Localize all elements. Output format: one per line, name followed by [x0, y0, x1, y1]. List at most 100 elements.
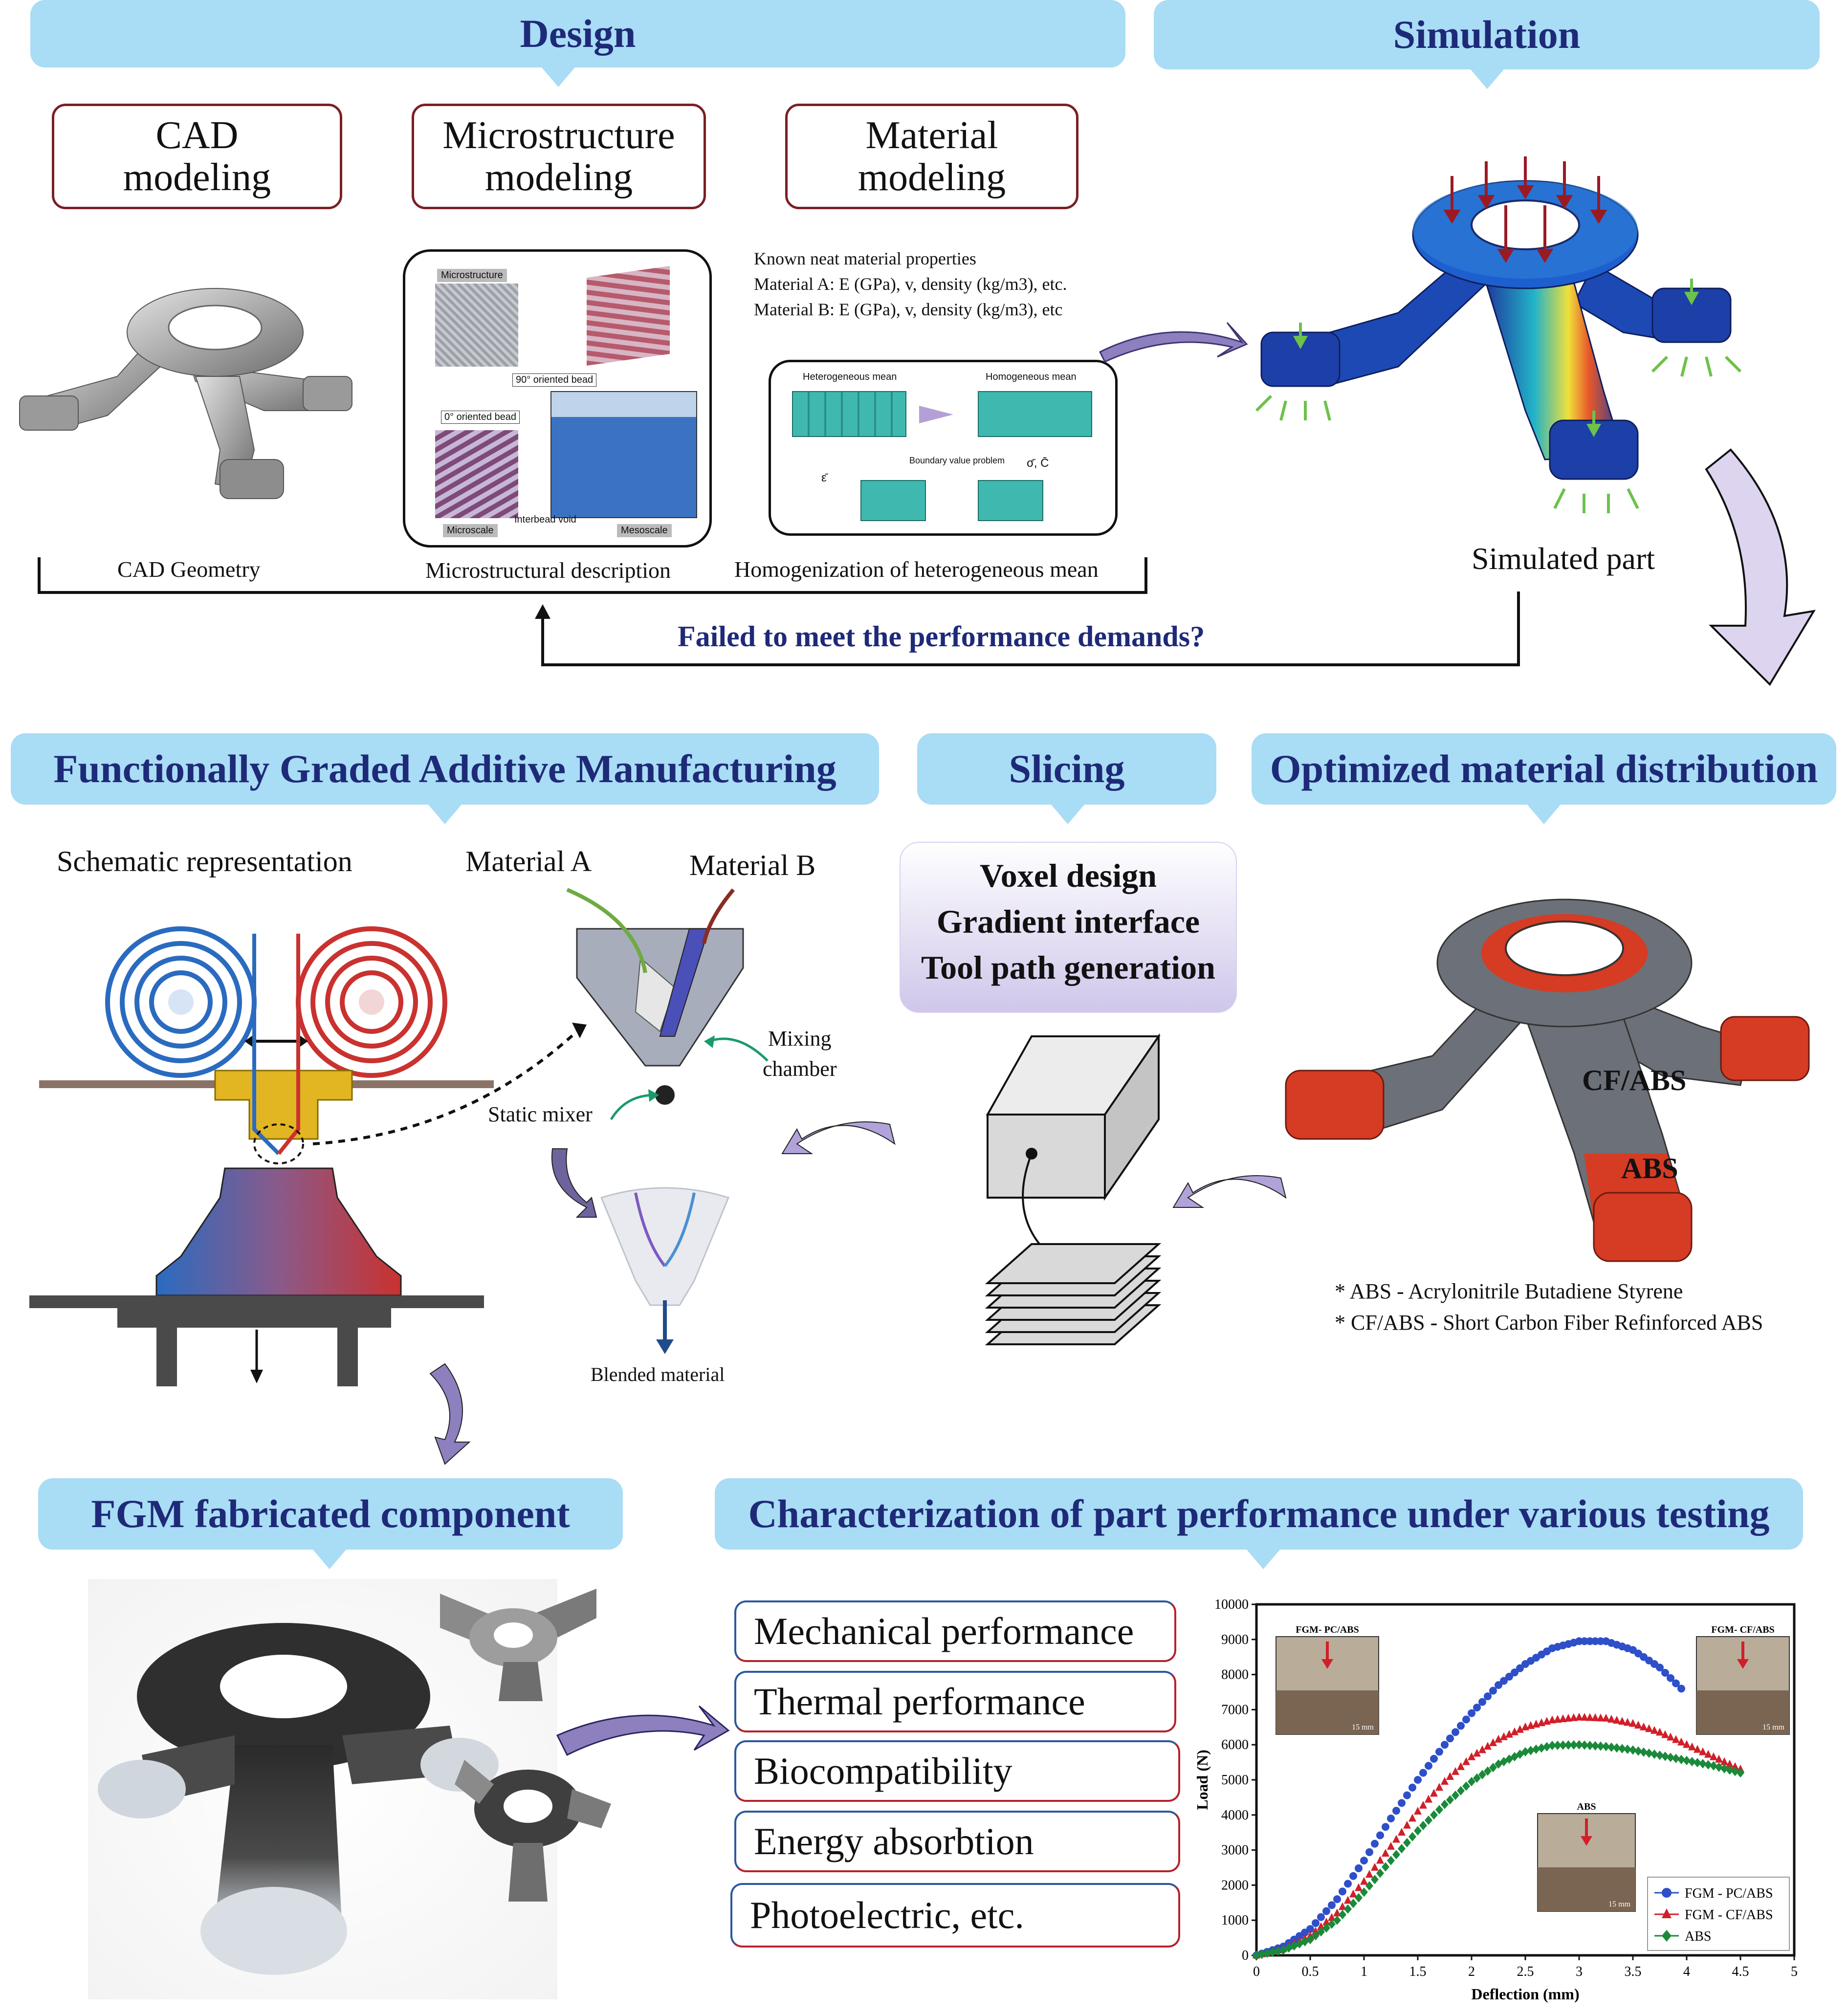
chart-series-1-point — [1371, 1862, 1379, 1871]
chart-series-1-point — [1344, 1896, 1352, 1904]
chart-series-1-point — [1715, 1754, 1723, 1763]
chart-series-2-point — [1532, 1744, 1540, 1754]
chart-series-2-point — [1365, 1881, 1373, 1891]
chart-series-2-point — [1376, 1868, 1384, 1878]
chart-legend-entry: FGM - CF/ABS — [1685, 1907, 1773, 1923]
chart-series-1-point — [1392, 1835, 1400, 1843]
homog-caption: Homogenization of heterogeneous mean — [734, 557, 1099, 582]
chart-series-2-point — [1360, 1887, 1368, 1897]
chart-series-0-point — [1365, 1848, 1373, 1856]
chart-x-tick-label: 1.5 — [1409, 1964, 1427, 1979]
chart-series-2-point — [1731, 1767, 1739, 1776]
chart-series-2-point — [1274, 1946, 1282, 1956]
chart-series-0-point — [1306, 1925, 1314, 1933]
chart-legend-entry: ABS — [1685, 1929, 1711, 1944]
chart-series-0-point — [1408, 1783, 1416, 1792]
fgam-banner: Functionally Graded Additive Manufacturi… — [11, 733, 879, 805]
chart-inset-cf-label: FGM- CF/ABS — [1711, 1624, 1774, 1635]
chart-y-tick-label: 6000 — [1221, 1737, 1249, 1752]
chart-inset-pc-label: FGM- PC/ABS — [1296, 1624, 1359, 1635]
slicing-to-fgam-arrow — [781, 1121, 896, 1154]
chart-series-2-point — [1478, 1770, 1486, 1779]
chart-series-1-point — [1398, 1828, 1406, 1836]
chart-series-1-point — [1425, 1795, 1432, 1803]
chart-x-tick-label: 0 — [1253, 1964, 1260, 1979]
chart-x-tick-label: 4 — [1683, 1964, 1690, 1979]
optimized-to-slicing-arrow — [1172, 1175, 1287, 1208]
chart-series-2-point — [1392, 1850, 1400, 1860]
chart-series-2-point — [1667, 1752, 1674, 1762]
chart-series-0-point — [1371, 1839, 1379, 1848]
chart-series-2-point — [1317, 1927, 1325, 1937]
chart-series-1-point — [1505, 1729, 1513, 1738]
chart-x-tick-label: 2 — [1468, 1964, 1475, 1979]
chart-series-1-point — [1511, 1727, 1518, 1735]
chart-series-1-point — [1726, 1759, 1734, 1768]
test-energy-absorption: Energy absorbtion — [734, 1811, 1180, 1872]
chart-series-0-point — [1495, 1681, 1502, 1689]
slicing-box — [900, 842, 1237, 1013]
chart-series-0-point — [1339, 1887, 1346, 1896]
chart-series-0-point — [1591, 1637, 1599, 1645]
chart-series-2-point — [1543, 1742, 1551, 1751]
optimized-part — [1285, 898, 1810, 1262]
chart-y-tick-label: 7000 — [1221, 1702, 1249, 1717]
chart-inset-pc-load-arrowhead — [1321, 1659, 1333, 1669]
chart-series-1-point — [1457, 1762, 1465, 1770]
chart-series-2-point — [1570, 1740, 1578, 1750]
mixing-chamber-label: Mixing chamber — [763, 1027, 837, 1081]
chart-series-1-point — [1435, 1783, 1443, 1791]
chart-series-2-point — [1279, 1945, 1287, 1955]
material-props-title: Known neat material properties — [754, 249, 976, 268]
chart-series-2-point — [1538, 1743, 1545, 1753]
slicing-banner-pointer — [1051, 805, 1084, 824]
chart-series-2-point — [1414, 1826, 1422, 1836]
chart-series-1-point — [1516, 1725, 1524, 1733]
simulated-part — [1255, 156, 1742, 513]
chart-series-1-point — [1419, 1800, 1427, 1809]
chart-series-1-point — [1591, 1713, 1599, 1721]
chart-series-2-point — [1425, 1815, 1432, 1825]
chart-series-2-point — [1554, 1740, 1562, 1750]
chart-series-1-point — [1489, 1738, 1497, 1747]
homog-label-bvp: Boundary value problem — [909, 456, 1005, 465]
chart-series-1-point — [1414, 1807, 1422, 1815]
component-to-tests-arrow — [556, 1705, 730, 1756]
load-deflection-chart: 0100020003000400050006000700080009000100… — [1193, 1597, 1798, 2003]
chart-series-1-point — [1554, 1715, 1562, 1723]
micro-label-mesoscale: Mesoscale — [617, 524, 672, 537]
chart-series-2-point — [1575, 1740, 1583, 1750]
chart-inset-pc-photo-floor — [1276, 1690, 1379, 1734]
chart-series-1-point — [1468, 1752, 1475, 1760]
micro-label-microscale: Microscale — [443, 524, 498, 537]
chart-series-2-point — [1607, 1742, 1615, 1752]
fgm-photo-small-bottom — [455, 1760, 611, 1902]
micro-label-bead90: 90° oriented bead — [512, 373, 597, 387]
chart-series-2-point — [1500, 1757, 1508, 1767]
chart-series-2-point — [1403, 1838, 1411, 1848]
chart-series-2-point — [1408, 1832, 1416, 1841]
chart-series-0-point — [1505, 1672, 1513, 1681]
chart-inset-abs-load-arrowhead — [1581, 1836, 1592, 1846]
chart-series-1-point — [1376, 1856, 1384, 1864]
chart-series-1-point — [1607, 1714, 1615, 1723]
chart-series-1-point — [1710, 1752, 1717, 1760]
chart-series-1-point — [1688, 1742, 1696, 1751]
chart-x-tick-label: 1 — [1361, 1964, 1367, 1979]
chart-series-1-point — [1613, 1716, 1621, 1724]
chart-series-0-point — [1489, 1686, 1497, 1695]
chart-series-2-point — [1527, 1746, 1535, 1755]
chart-series-0-point — [1360, 1857, 1368, 1865]
chart-series-0-point — [1425, 1762, 1432, 1770]
micro-label-interbead: Interbead void — [514, 514, 576, 525]
simulation-to-optimized-arrow — [1705, 448, 1816, 686]
voxel-slicing-diagram — [985, 1033, 1162, 1345]
chart-series-0-point — [1328, 1901, 1336, 1909]
chart-series-2-point — [1258, 1949, 1266, 1959]
chart-series-1-point — [1597, 1713, 1605, 1722]
chart-series-2-point — [1634, 1746, 1642, 1756]
chart-series-0-point — [1414, 1776, 1422, 1784]
cf-abs-note: * CF/ABS - Short Carbon Fiber Refinforce… — [1335, 1311, 1763, 1335]
chart-series-0-point — [1452, 1728, 1459, 1736]
chart-series-1-point — [1355, 1883, 1363, 1891]
